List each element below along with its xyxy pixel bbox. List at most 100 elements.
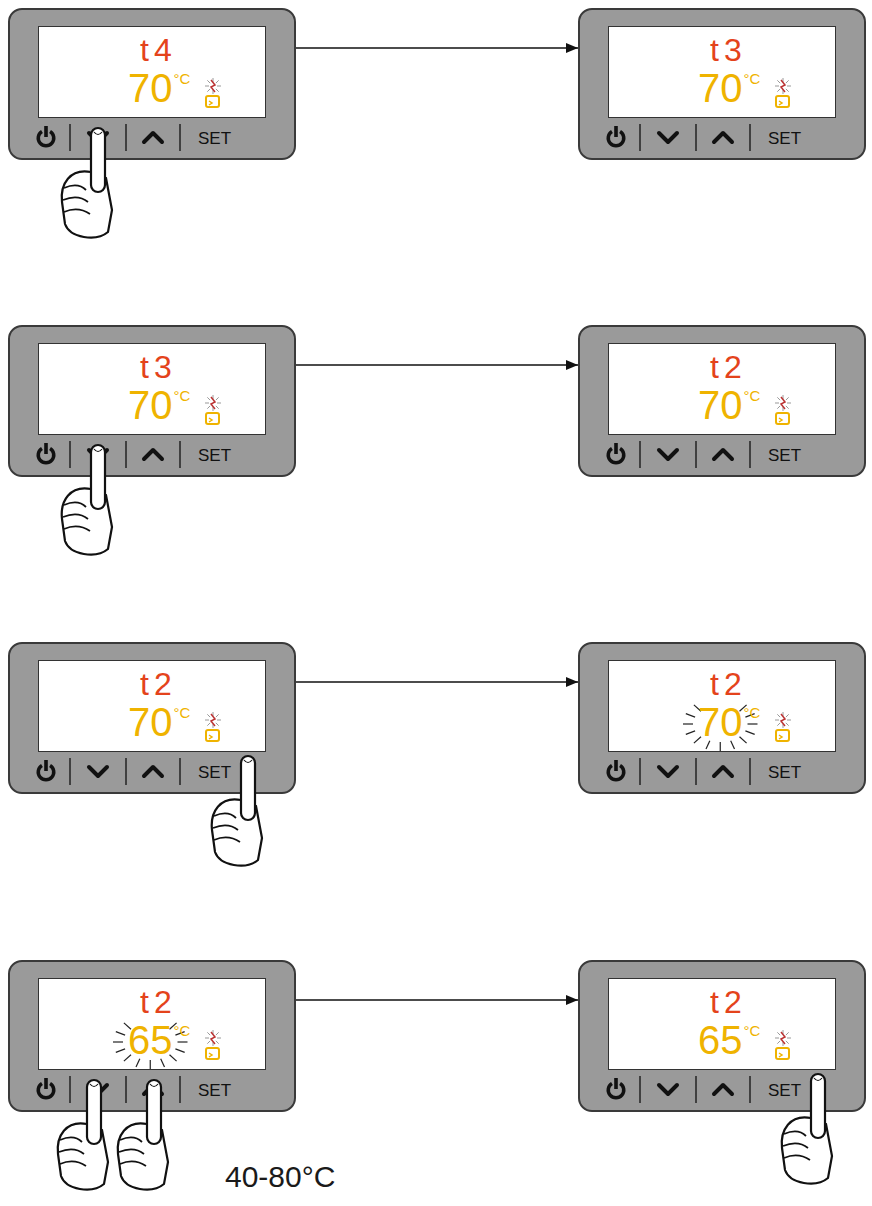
button-divider	[179, 758, 181, 785]
heater-symbol	[216, 1041, 219, 1044]
blink-ray	[683, 723, 693, 724]
hand-finger	[87, 1080, 101, 1144]
parameter-code: t2	[140, 986, 177, 1018]
tank-symbol	[206, 730, 219, 741]
heater-symbol	[786, 406, 789, 409]
hand-fist	[212, 799, 262, 865]
hand-nail	[94, 132, 102, 135]
power-symbol	[44, 1078, 48, 1089]
heater-symbol	[216, 406, 219, 409]
step-arrow	[296, 364, 578, 366]
button-divider	[69, 124, 71, 151]
heater-symbol	[207, 714, 210, 717]
up-button-symbol	[714, 450, 732, 459]
power-symbol	[44, 760, 48, 771]
down-button-symbol	[659, 450, 677, 459]
tank-symbol	[779, 101, 782, 105]
button-divider	[125, 124, 127, 151]
heater-symbol	[205, 86, 209, 87]
heater-symbol	[777, 1032, 780, 1035]
heater-symbol	[216, 1032, 219, 1035]
button-divider	[749, 441, 751, 468]
power-symbol	[614, 443, 618, 454]
hand-knuckle	[64, 502, 86, 507]
heater-symbol	[787, 720, 791, 721]
heater-symbol	[207, 89, 210, 92]
blink-ray	[720, 742, 721, 751]
unit-label: °C	[174, 705, 191, 720]
heater-symbol	[786, 397, 789, 400]
parameter-code: t4	[140, 34, 177, 66]
hand-knuckle	[60, 1137, 82, 1142]
button-divider	[695, 1076, 697, 1103]
button-divider	[749, 124, 751, 151]
pointing-hand	[58, 1080, 108, 1190]
heater-symbol	[786, 80, 789, 83]
power-symbol	[614, 126, 618, 137]
hand-fist	[62, 488, 112, 554]
up-button-symbol	[144, 1085, 162, 1094]
button-divider	[179, 1076, 181, 1103]
parameter-code: t2	[140, 668, 177, 700]
hand-finger	[91, 445, 105, 509]
button-divider	[695, 124, 697, 151]
blink-ray	[686, 714, 695, 717]
heater-symbol	[211, 1032, 215, 1044]
heater-symbol	[775, 86, 779, 87]
heater-symbol	[786, 723, 789, 726]
heater-symbol	[786, 1032, 789, 1035]
unit-label: °C	[744, 388, 761, 403]
hand-knuckle	[120, 1161, 146, 1166]
blink-ray	[175, 1049, 184, 1052]
tank-symbol	[209, 1053, 212, 1057]
parameter-code: t2	[710, 351, 747, 383]
heater-symbol	[777, 1041, 780, 1044]
heater-symbol	[781, 714, 785, 726]
range-note: 40-80°C	[225, 1162, 335, 1192]
unit-label: °C	[174, 388, 191, 403]
button-divider	[639, 441, 641, 468]
heater-symbol	[786, 1041, 789, 1044]
blink-ray	[150, 1060, 151, 1069]
blink-ray	[748, 723, 758, 724]
heater-symbol	[781, 397, 785, 409]
tank-symbol	[779, 735, 782, 739]
heater-symbol	[787, 86, 791, 87]
controller-panel: t270°CSET	[578, 642, 866, 794]
temperature-value: 70	[698, 702, 743, 742]
hand-nail	[814, 1078, 822, 1081]
down-button-symbol	[659, 1085, 677, 1094]
hand-nail	[244, 760, 252, 763]
down-button-symbol	[659, 133, 677, 142]
button-divider	[639, 124, 641, 151]
up-button-symbol	[714, 1085, 732, 1094]
heater-symbol	[777, 406, 780, 409]
tank-symbol	[206, 413, 219, 424]
unit-label: °C	[744, 705, 761, 720]
heater-symbol	[777, 89, 780, 92]
button-divider	[69, 441, 71, 468]
controller-panel: t370°CSET	[578, 8, 866, 160]
temperature-value: 65	[698, 1020, 743, 1060]
up-button-symbol	[714, 767, 732, 776]
blink-ray	[116, 1049, 125, 1052]
hand-finger	[241, 756, 255, 820]
heater-symbol	[217, 1038, 221, 1039]
button-divider	[179, 441, 181, 468]
heater-symbol	[777, 397, 780, 400]
step-arrow	[296, 999, 578, 1001]
hand-knuckle	[119, 1149, 144, 1154]
button-divider	[695, 441, 697, 468]
heater-symbol	[217, 403, 221, 404]
parameter-code: t2	[710, 668, 747, 700]
unit-label: °C	[744, 71, 761, 86]
hand-finger	[147, 1080, 161, 1144]
hand-nail	[150, 1084, 158, 1087]
button-label: SET	[198, 764, 231, 781]
button-divider	[695, 758, 697, 785]
heater-symbol	[205, 1038, 209, 1039]
temperature-value: 65	[128, 1020, 173, 1060]
hand-knuckle	[214, 837, 240, 842]
hand-knuckle	[783, 1143, 808, 1148]
blink-ray	[116, 1032, 125, 1035]
